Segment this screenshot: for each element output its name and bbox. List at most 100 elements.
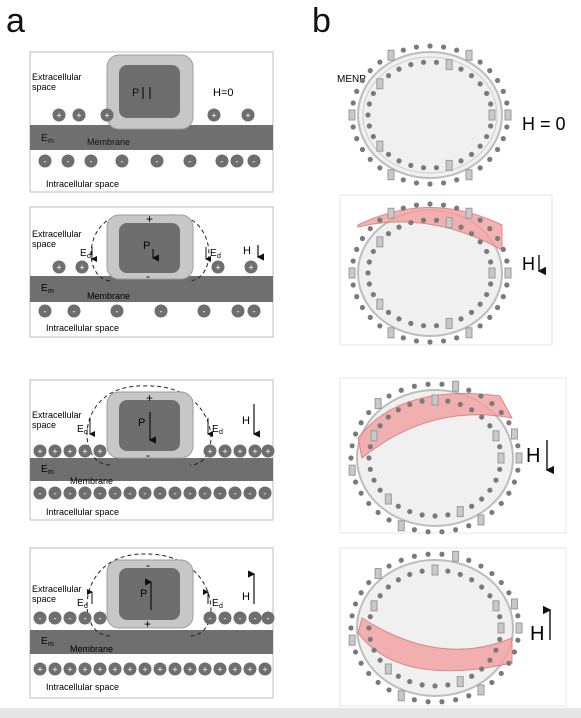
particle-dot	[469, 673, 475, 679]
particle-dot	[348, 455, 354, 461]
menp-particle	[510, 598, 518, 610]
minus-charge: -	[146, 269, 150, 283]
menp-particle	[387, 327, 395, 339]
particle-dot	[487, 68, 493, 74]
particle-dot	[366, 409, 372, 416]
ion-sign: -	[67, 157, 70, 167]
particle-dot	[367, 226, 373, 232]
particle-dot	[375, 509, 381, 516]
h-label: H	[242, 415, 250, 427]
particle-dot	[366, 500, 372, 507]
menp-particle	[376, 298, 384, 310]
anion-icon	[63, 611, 77, 625]
particle-ring-inner	[366, 394, 505, 519]
cation-icon	[168, 662, 182, 676]
particle-dot	[411, 383, 417, 389]
anion-icon	[123, 486, 137, 500]
particle-dot	[453, 697, 459, 703]
particle-dot	[479, 584, 485, 590]
particle-dot	[377, 59, 383, 65]
ion-row-bottom: ++++++++++++++++	[33, 662, 272, 676]
menp-particle	[376, 78, 384, 90]
particle-dot	[385, 151, 392, 157]
anion-icon	[84, 154, 98, 168]
particle-dot	[386, 687, 392, 693]
menp-particle	[452, 380, 460, 392]
particle-dot	[370, 90, 376, 97]
anion-icon	[203, 611, 217, 625]
ion-sign: +	[97, 665, 102, 675]
particle-dot	[489, 400, 495, 407]
particle-dot	[440, 44, 447, 50]
ion-sign: +	[127, 665, 132, 675]
menp-particle	[515, 452, 523, 464]
particle-dot	[377, 657, 383, 663]
particle-dot	[358, 590, 364, 596]
cation-icon	[211, 260, 225, 274]
panel-a-row-2: + - P Extracellular space E d E d H E m …	[29, 206, 274, 338]
ion-sign: -	[249, 489, 252, 499]
particle-dot	[454, 335, 460, 341]
extracellular-label: Extracellular	[32, 584, 82, 594]
particle-dot	[433, 217, 440, 223]
particle-dot	[469, 577, 475, 583]
cation-icon	[63, 662, 77, 676]
extracellular-label: Extracellular	[32, 229, 82, 239]
particle-dot	[350, 282, 356, 288]
cation-icon	[138, 662, 152, 676]
particle-dot	[420, 165, 427, 171]
particle-dot	[352, 431, 359, 437]
ion-sign: -	[54, 489, 57, 499]
bottom-strip	[0, 708, 581, 718]
em-label: E	[41, 464, 48, 475]
anion-icon	[183, 154, 197, 168]
ion-sign: +	[237, 447, 242, 457]
ed-right-sub: d	[219, 603, 223, 610]
particle-dot	[445, 682, 451, 688]
ion-row-bottom: ---------	[38, 154, 261, 168]
membrane-label: Membrane	[87, 291, 130, 301]
particle-dot	[497, 614, 503, 620]
particle-dot	[504, 100, 510, 106]
anion-icon	[218, 611, 232, 625]
particle-dot	[395, 407, 401, 413]
ion-sign: -	[90, 157, 93, 167]
ion-sign: +	[248, 263, 253, 273]
particle-dot	[366, 101, 372, 107]
em-label: E	[41, 133, 48, 144]
particle-dot	[420, 217, 427, 223]
em-sub: m	[48, 138, 54, 145]
em-label: E	[41, 636, 48, 647]
ion-sign: +	[207, 447, 212, 457]
ion-sign: -	[84, 614, 87, 624]
cation-icon	[93, 444, 107, 458]
particle-dot	[385, 231, 392, 237]
particle-dot	[487, 487, 493, 493]
particle-dot	[457, 571, 463, 578]
particle-dot	[400, 335, 406, 341]
menp-particle	[445, 217, 453, 229]
particle-dot	[497, 636, 503, 642]
particle-dot	[367, 636, 373, 642]
particle-dot	[419, 682, 425, 688]
cation-icon	[48, 444, 62, 458]
menp-particle	[348, 109, 356, 121]
particle-dot	[484, 291, 490, 298]
ed-left-sub: d	[84, 429, 88, 436]
particle-dot	[506, 660, 512, 666]
cation-icon	[75, 260, 89, 274]
particle-dot	[370, 133, 376, 140]
particle-dot	[350, 258, 356, 264]
particle-dot	[385, 309, 392, 315]
menp-particle	[504, 109, 512, 121]
particle-dot	[445, 568, 451, 574]
particle-dot	[454, 177, 460, 183]
particle-dot	[511, 479, 518, 485]
particle-dot	[377, 165, 383, 171]
cation-icon	[63, 444, 77, 458]
particle-dot	[395, 577, 401, 583]
extracellular-label: Extracellular	[32, 410, 82, 420]
menp-particle	[348, 634, 356, 646]
particle-dot	[477, 301, 483, 307]
ion-sign: +	[157, 665, 162, 675]
